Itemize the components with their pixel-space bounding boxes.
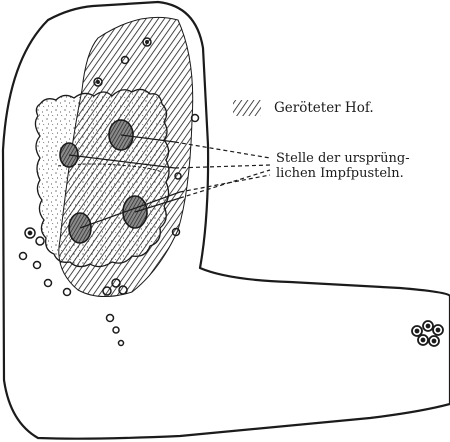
pustule	[45, 280, 52, 287]
pustule	[107, 315, 114, 322]
pustule	[113, 327, 119, 333]
pustule	[119, 341, 124, 346]
stippled-patch	[35, 89, 169, 266]
annotation-line-1: Stelle der ursprüng-	[276, 152, 410, 166]
legend-label: Geröteter Hof.	[274, 101, 374, 115]
annotation-label: Stelle der ursprüng- lichen Impfpusteln.	[276, 152, 410, 181]
legend-swatch	[233, 100, 261, 116]
pustule	[64, 289, 71, 296]
annotation-line-2: lichen Impfpusteln.	[276, 167, 410, 181]
pustule	[20, 253, 27, 260]
pustule	[34, 262, 41, 269]
pustule	[36, 237, 44, 245]
forearm-pustule-cluster	[412, 321, 443, 346]
